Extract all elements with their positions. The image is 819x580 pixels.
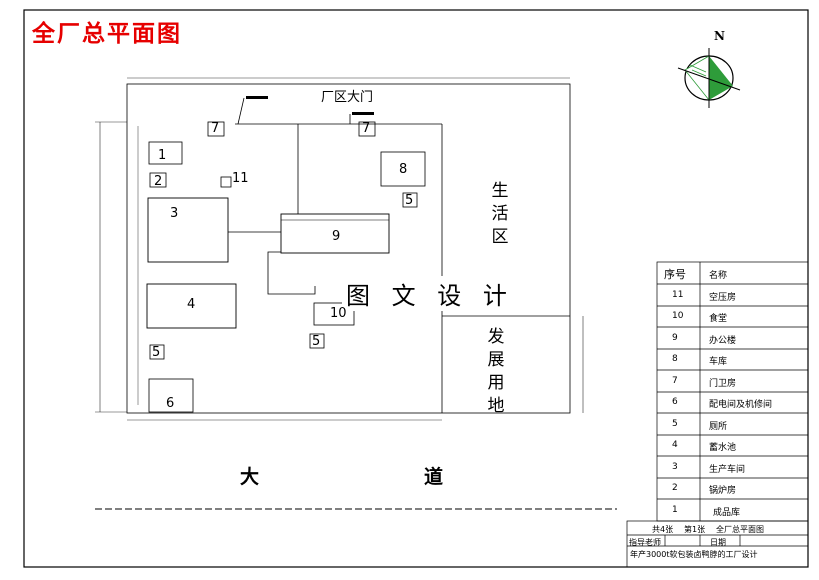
building-8-outline bbox=[380, 151, 426, 187]
legend-row-no: 6 bbox=[672, 397, 678, 407]
legend-header-name: 名称 bbox=[709, 271, 728, 281]
legend-row-name: 门卫房 bbox=[709, 379, 737, 389]
north-arrow-icon bbox=[677, 48, 741, 108]
building-1-number: 1 bbox=[158, 148, 167, 163]
gate-bar-right bbox=[352, 112, 374, 115]
legend-header-no: 序号 bbox=[664, 268, 686, 281]
title-block-advisor-label: 指导老师 bbox=[629, 538, 661, 547]
gate-swing-left bbox=[237, 97, 245, 125]
compass-north-label: N bbox=[714, 29, 725, 43]
title-block-grid bbox=[626, 520, 809, 568]
building-7a-number: 7 bbox=[211, 121, 220, 136]
building-9-outline bbox=[280, 213, 390, 254]
building-5b-number: 5 bbox=[405, 193, 414, 208]
legend-row-no: 3 bbox=[672, 462, 678, 472]
building-1-outline bbox=[148, 141, 183, 165]
building-10-number: 10 bbox=[330, 306, 347, 321]
canteen-connector bbox=[267, 251, 316, 295]
building-3-number: 3 bbox=[170, 206, 179, 221]
legend-row-name: 车库 bbox=[709, 357, 728, 367]
watermark-text: 图 文 设 计 bbox=[342, 276, 518, 311]
legend-row-name: 锅炉房 bbox=[709, 486, 737, 496]
title-block-date-label: 日期 bbox=[710, 538, 726, 547]
legend-row-name: 配电间及机修间 bbox=[709, 400, 773, 410]
building-5b-outline bbox=[402, 192, 418, 208]
legend-row-name: 食堂 bbox=[709, 314, 728, 324]
page-title: 全厂总平面图 bbox=[32, 20, 182, 47]
legend-row-no: 11 bbox=[672, 290, 684, 300]
building-5c-number: 5 bbox=[312, 334, 321, 349]
title-block-project: 年产3000t软包装卤鸭脖的工厂设计 bbox=[630, 550, 758, 559]
site-boundary bbox=[126, 83, 571, 414]
legend-row-name: 厕所 bbox=[709, 422, 728, 432]
building-11-outline bbox=[220, 176, 232, 188]
building-4-outline bbox=[146, 283, 237, 329]
building-7b-outline bbox=[358, 121, 376, 137]
road-label-char-1: 大 bbox=[240, 466, 260, 488]
building-7a-outline bbox=[207, 121, 225, 137]
title-block-sheet-no: 第1张 bbox=[684, 525, 706, 534]
building-5a-number: 5 bbox=[152, 345, 161, 360]
building-6-outline bbox=[148, 378, 194, 413]
building-11-number: 11 bbox=[232, 171, 249, 186]
legend-row-name: 生产车间 bbox=[709, 465, 746, 475]
living-area-label: 生活区 bbox=[491, 181, 509, 247]
legend-row-no: 2 bbox=[672, 483, 678, 493]
building-5a-outline bbox=[149, 344, 165, 360]
building-4-number: 4 bbox=[187, 297, 196, 312]
building-9-number: 9 bbox=[332, 229, 341, 244]
building-2-outline bbox=[149, 172, 167, 188]
legend-row-no: 1 bbox=[672, 505, 678, 515]
legend-row-no: 4 bbox=[672, 440, 678, 450]
building-6-number: 6 bbox=[166, 396, 175, 411]
legend-row-no: 5 bbox=[672, 419, 678, 429]
title-block-sheet-total: 共4张 bbox=[652, 525, 674, 534]
legend-row-no: 9 bbox=[672, 333, 678, 343]
building-8-number: 8 bbox=[399, 162, 408, 177]
building-2-number: 2 bbox=[154, 174, 163, 189]
legend-row-name: 成品库 bbox=[713, 508, 741, 518]
road-label-char-2: 道 bbox=[424, 466, 444, 488]
development-area-label: 发展用地 bbox=[487, 327, 505, 416]
legend-row-no: 7 bbox=[672, 376, 678, 386]
building-5c-outline bbox=[309, 333, 325, 349]
legend-row-name: 空压房 bbox=[709, 293, 737, 303]
legend-row-name: 办公楼 bbox=[709, 336, 737, 346]
gate-bar-left bbox=[246, 96, 268, 99]
gate-label: 厂区大门 bbox=[321, 90, 374, 105]
legend-row-no: 8 bbox=[672, 354, 678, 364]
legend-row-name: 蓄水池 bbox=[709, 443, 737, 453]
legend-row-no: 10 bbox=[672, 311, 684, 321]
title-block-drawing-name: 全厂总平面图 bbox=[716, 525, 764, 534]
building-7b-number: 7 bbox=[362, 121, 371, 136]
building-10-outline bbox=[313, 302, 355, 326]
building-3-outline bbox=[147, 197, 229, 263]
legend-table-grid bbox=[656, 261, 809, 522]
